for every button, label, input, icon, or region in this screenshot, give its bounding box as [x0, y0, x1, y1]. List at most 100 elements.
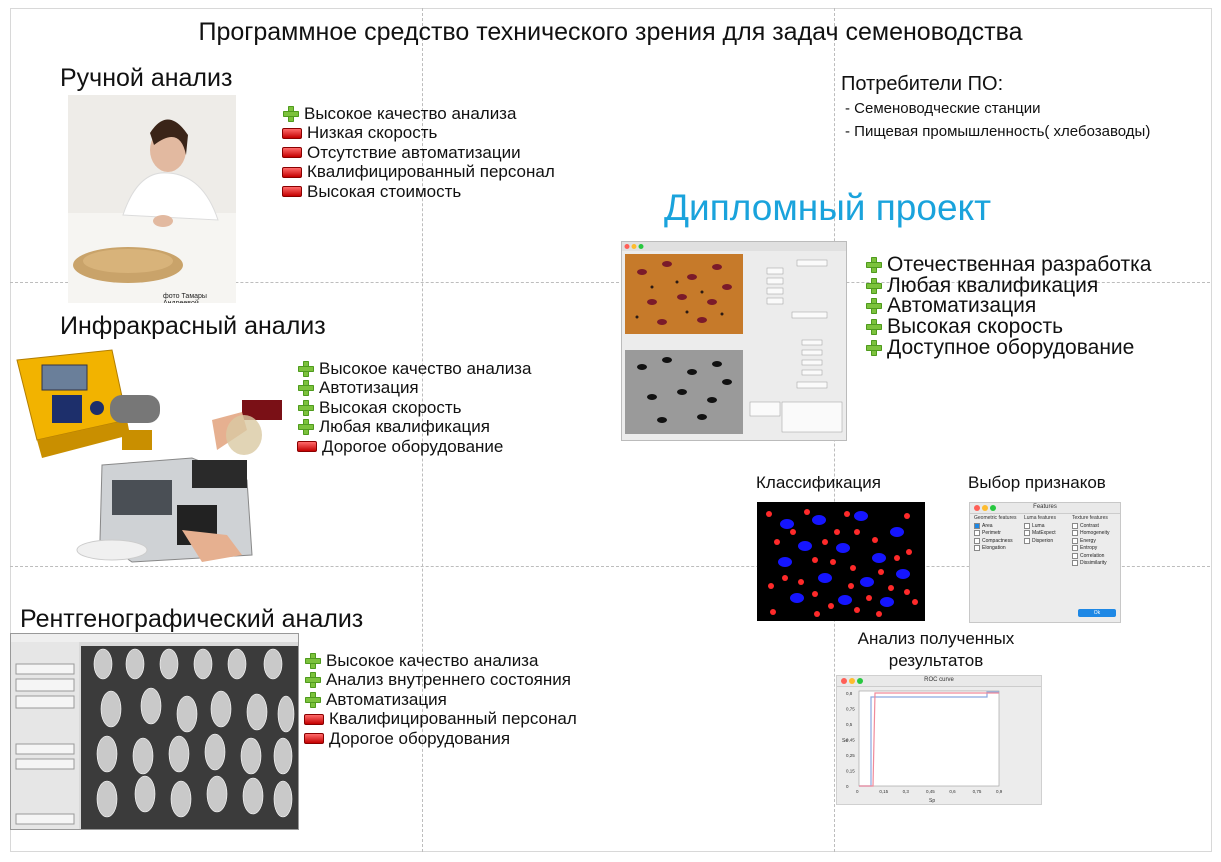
diploma-software-screenshot [621, 241, 847, 441]
list-item-text: Квалифицированный персонал [329, 709, 577, 729]
seed-blob [778, 557, 792, 567]
list-item-text: Высокая стоимость [307, 181, 462, 201]
checkbox-icon [974, 522, 980, 529]
window-title: Features [1033, 504, 1057, 510]
list-item-text: Анализ внутреннего состояния [326, 670, 571, 690]
impurity-dot [844, 511, 850, 517]
impurity-dot [766, 511, 772, 517]
impurity-dot [848, 583, 854, 589]
y-tick-label: 0,75 [846, 707, 855, 712]
y-tick-label: 0,45 [846, 738, 855, 743]
feature-checkbox[interactable]: Contrast [1072, 522, 1109, 530]
feature-checkbox[interactable]: Homogeneity [1072, 530, 1109, 538]
feature-label: Homogeneity [1080, 530, 1110, 537]
list-item: Высокая скорость [297, 398, 531, 418]
list-item-text: Автоматизация [887, 294, 1037, 318]
feature-label: Contrast [1080, 522, 1099, 529]
seed-blob [890, 527, 904, 537]
feature-label: Correlation [1080, 552, 1105, 559]
ok-button[interactable]: Ok [1078, 609, 1116, 617]
minus-icon [282, 127, 302, 139]
results-label: Анализ полученных результатов [857, 629, 1015, 670]
feature-label: Area [982, 522, 993, 529]
list-item-text: Автоматизация [326, 689, 447, 709]
x-axis-label: Sp [929, 798, 935, 804]
checkbox-icon [1072, 545, 1078, 552]
list-item-text: Любая квалификация [887, 273, 1099, 297]
feature-checkbox[interactable]: Luma [1024, 522, 1056, 530]
x-tick-label: 0,45 [926, 789, 935, 794]
impurity-dot [912, 599, 918, 605]
checkbox-icon [1024, 530, 1030, 537]
feature-checkbox[interactable]: Compactness [974, 537, 1013, 545]
window-titlebar: ROC curve [837, 676, 1041, 687]
feature-checkbox[interactable]: Perimetr [974, 530, 1013, 538]
y-tick-label: 0 [846, 784, 849, 789]
geometric-features-header: Geometric features [974, 515, 1017, 521]
feature-checkbox[interactable]: Area [974, 522, 1013, 530]
seed-blob [812, 515, 826, 525]
seed-blob [818, 573, 832, 583]
impurity-dot [834, 529, 840, 535]
feature-checkbox[interactable]: MatExpect [1024, 530, 1056, 538]
minus-icon [282, 186, 302, 198]
features-label: Выбор признаков [968, 473, 1106, 492]
seed-blob [836, 543, 850, 553]
checkbox-icon [974, 530, 980, 537]
minus-icon [304, 713, 324, 725]
feature-checkbox[interactable]: Entropy [1072, 545, 1109, 553]
classification-image [757, 502, 925, 621]
list-item: Высокое качество анализа [304, 651, 577, 671]
list-item: Квалифицированный персонал [304, 709, 577, 730]
consumer-item: - Семеноводческие станции [845, 100, 1041, 117]
list-item: Высокое качество анализа [297, 359, 531, 379]
plus-icon [304, 652, 322, 670]
minus-icon [304, 733, 324, 745]
texture-features-header: Texture features [1072, 515, 1108, 521]
list-item: Дорогое оборудования [304, 729, 577, 749]
y-tick-label: 0,25 [846, 753, 855, 758]
impurity-dot [904, 513, 910, 519]
seed-blob [790, 593, 804, 603]
feature-checkbox[interactable]: Dissimilarity [1072, 560, 1109, 568]
feature-label: Elongation [982, 545, 1006, 552]
x-tick-label: 0 [856, 789, 859, 794]
x-tick-label: 0,3 [903, 789, 910, 794]
seed-blob [838, 595, 852, 605]
list-item: Любая квалификация [297, 417, 531, 438]
checkbox-icon [1072, 560, 1078, 567]
plus-icon [865, 297, 883, 315]
y-tick-label: 0,15 [846, 769, 855, 774]
seed-blob [860, 577, 874, 587]
feature-label: Energy [1080, 537, 1096, 544]
impurity-dot [790, 529, 796, 535]
seed-blob [896, 569, 910, 579]
list-item-text: Высокое качество анализа [319, 358, 532, 378]
slide-title: Программное средство технического зрения… [198, 18, 1023, 46]
plus-icon [297, 360, 315, 378]
plus-icon [304, 691, 322, 709]
feature-checkbox[interactable]: Correlation [1072, 552, 1109, 560]
feature-checkbox[interactable]: Energy [1072, 537, 1109, 545]
feature-checkbox[interactable]: Disperion [1024, 537, 1056, 545]
grid-line [10, 566, 1210, 567]
impurity-dot [906, 549, 912, 555]
x-tick-label: 0,6 [949, 789, 956, 794]
checkbox-icon [1024, 537, 1030, 544]
slide-frame [10, 8, 1212, 852]
impurity-dot [782, 575, 788, 581]
plus-icon [865, 339, 883, 357]
checkbox-icon [1072, 522, 1078, 529]
plus-icon [297, 399, 315, 417]
impurity-dot [828, 603, 834, 609]
impurity-dot [904, 589, 910, 595]
impurity-dot [850, 565, 856, 571]
x-tick-label: 0,9 [996, 789, 1003, 794]
plus-icon [865, 256, 883, 274]
feature-checkbox[interactable]: Elongation [974, 545, 1013, 553]
list-item-text: Любая квалификация [319, 417, 490, 437]
